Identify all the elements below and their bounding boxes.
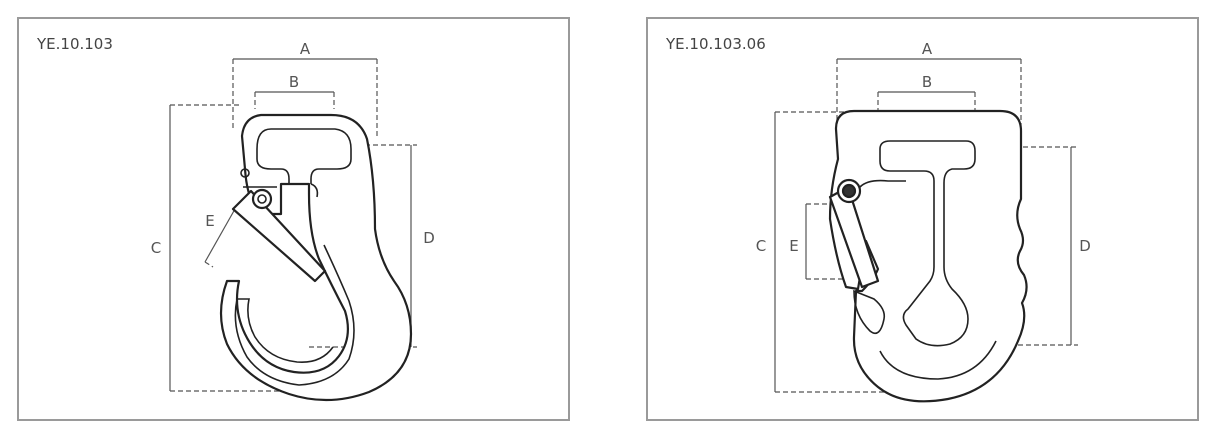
label-b: B [289,73,299,91]
product-code: YE.10.103.06 [666,35,766,53]
label-a: A [922,40,933,58]
label-d: D [1079,237,1091,255]
hook-drawing: A B C D E [151,40,435,402]
safety-latch [231,168,327,283]
product-code: YE.10.103 [37,35,113,53]
label-e: E [789,237,798,255]
label-a: A [300,40,311,58]
hook-drawing: A B C D E [756,40,1091,403]
hook-body [828,109,1028,403]
hook-body [219,113,413,402]
label-c: C [756,237,766,255]
label-e: E [205,212,214,230]
diagram-panel-ye-10-103-06: YE.10.103.06 [646,17,1199,421]
label-b: B [922,73,932,91]
label-c: C [151,239,161,257]
dimension-lines [169,58,417,392]
diagram-panel-ye-10-103: YE.10.103 [17,17,570,421]
safety-latch [828,178,906,289]
label-d: D [423,229,435,247]
